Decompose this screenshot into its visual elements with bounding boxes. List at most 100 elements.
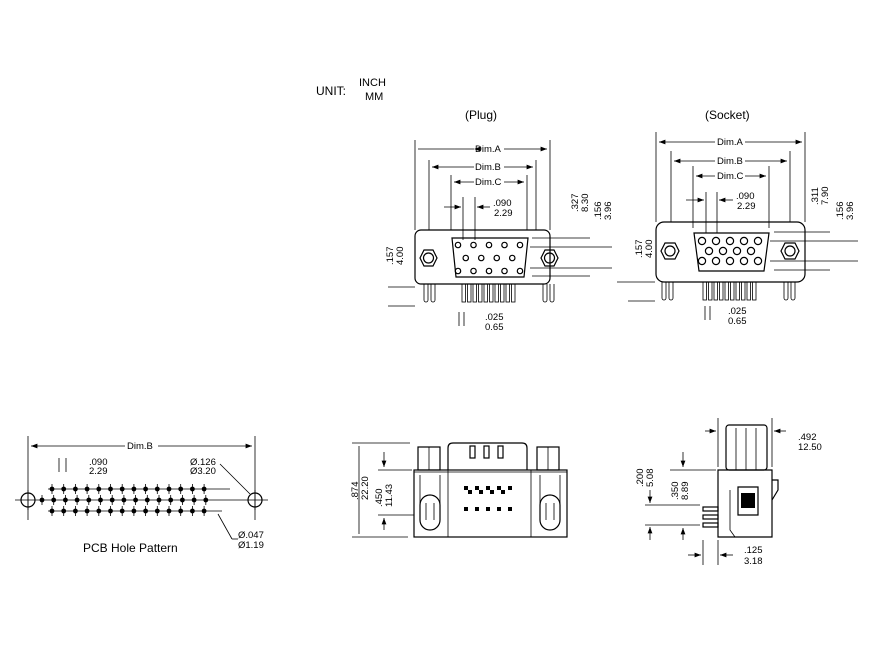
plug-view: (Plug) Dim.A Dim.B Dim.C .090 2.29 .327 …	[385, 108, 614, 333]
hex-nut-icon	[419, 249, 438, 267]
solder-pin	[489, 283, 494, 303]
plug-pitch-mm: 2.29	[494, 208, 513, 219]
solder-pin	[746, 281, 751, 301]
contact-pin	[501, 267, 508, 275]
hex-nut-icon	[660, 242, 680, 260]
solder-pin	[511, 283, 516, 303]
contact-pin	[454, 241, 462, 249]
socket-dim-a: Dim.A	[717, 137, 744, 148]
socket-dim-b: Dim.B	[717, 156, 743, 167]
socket-pitch-inch: .090	[736, 191, 755, 202]
plug-pin-mm: 0.65	[485, 322, 504, 333]
solder-pin	[505, 283, 510, 303]
socket-dim-c: Dim.C	[717, 171, 744, 182]
contact-pin	[485, 241, 493, 249]
solder-pin	[478, 283, 483, 303]
contact-pin	[746, 246, 756, 256]
contact-pin	[497, 507, 501, 511]
contact-pin	[711, 256, 721, 266]
unit-inch: INCH	[359, 77, 386, 89]
pcb-pitch-inch: .090	[89, 457, 108, 468]
contact-pin	[501, 490, 505, 494]
hex-nut-icon	[780, 242, 800, 260]
pcb-mount-mm: Ø3.20	[190, 466, 216, 477]
solder-pin	[461, 283, 466, 303]
side-h2-mm: 8.89	[680, 482, 691, 501]
solder-pin	[724, 281, 729, 301]
pcb-hole-inch: Ø.047	[238, 530, 264, 541]
pcb-mount-inch: Ø.126	[190, 457, 216, 468]
solder-pin	[494, 283, 499, 303]
socket-pitch-mm: 2.29	[737, 201, 756, 212]
plug-h2-mm: 3.96	[603, 202, 614, 221]
socket-h1-inch: .311	[810, 187, 821, 205]
unit-legend: UNIT: INCH MM	[316, 77, 386, 103]
contact-pin	[490, 490, 494, 494]
contact-pin	[493, 254, 501, 262]
front-view: .874 22.20 .450 11.43	[350, 442, 568, 538]
socket-h1-mm: 7.90	[820, 187, 831, 206]
side-d-mm: 3.18	[744, 556, 763, 567]
contact-pin	[464, 486, 468, 490]
contact-pin	[697, 256, 707, 266]
solder-pin	[472, 283, 477, 303]
socket-h3-inch: .157	[634, 240, 645, 259]
plug-h3-mm: 4.00	[395, 247, 406, 266]
solder-pin	[719, 281, 724, 301]
socket-h2-mm: 3.96	[845, 202, 856, 221]
contact-pin	[479, 490, 483, 494]
side-view: .492 12.50 .200 5.08 .350 8.89 .125 3.18	[635, 418, 822, 567]
socket-view: (Socket) Dim.A Dim.B Dim.C .090 2.29 .31…	[617, 108, 858, 327]
plug-title: (Plug)	[465, 108, 497, 122]
plug-h2-inch: .156	[593, 202, 604, 221]
solder-pin	[702, 281, 707, 301]
contact-pin	[718, 246, 728, 256]
unit-mm: MM	[365, 91, 383, 103]
plug-h1-inch: .327	[570, 194, 581, 213]
plug-dim-c: Dim.C	[475, 177, 502, 188]
pcb-pitch-mm: 2.29	[89, 466, 108, 477]
solder-pin	[467, 283, 472, 303]
contact-pin	[508, 486, 512, 490]
front-h-inch: .874	[350, 482, 361, 501]
front-h2-mm: 11.43	[384, 484, 395, 507]
solder-pin	[713, 281, 718, 301]
contact-pin	[470, 267, 477, 275]
contact-pin	[725, 256, 735, 266]
socket-h3-mm: 4.00	[644, 240, 655, 259]
pcb-hole-mm: Ø1.19	[238, 540, 264, 551]
contact-pin	[516, 241, 524, 249]
plug-pitch-inch: .090	[493, 198, 512, 209]
solder-pin	[708, 281, 713, 301]
contact-pin	[516, 267, 524, 275]
pcb-title: PCB Hole Pattern	[83, 541, 178, 555]
contact-pin	[475, 507, 479, 511]
socket-pin-inch: .025	[728, 306, 747, 317]
contact-pin	[454, 267, 462, 275]
contact-pin	[475, 486, 479, 490]
plug-h3-inch: .157	[385, 247, 396, 266]
contact-pin	[704, 246, 714, 256]
socket-pin-mm: 0.65	[728, 316, 747, 327]
socket-title: (Socket)	[705, 108, 750, 122]
solder-pin	[730, 281, 735, 301]
plug-body	[414, 229, 551, 285]
solder-pin	[483, 283, 488, 303]
side-h1-inch: .200	[635, 469, 646, 488]
contact-pin	[468, 490, 472, 494]
contact-pin	[508, 254, 516, 262]
hex-nut-icon	[540, 249, 559, 267]
contact-pin	[711, 236, 721, 246]
contact-pin	[508, 507, 512, 511]
side-h2-inch: .350	[670, 482, 681, 501]
solder-pin	[741, 281, 746, 301]
plug-dim-a: Dim.A	[475, 144, 502, 155]
plug-h1-mm: 8.30	[580, 194, 591, 213]
contact-pin	[753, 256, 763, 266]
contact-pin	[739, 236, 749, 246]
contact-pin	[485, 267, 493, 275]
contact-pin	[732, 246, 742, 256]
side-w-inch: .492	[798, 432, 817, 443]
side-h1-mm: 5.08	[645, 469, 656, 488]
